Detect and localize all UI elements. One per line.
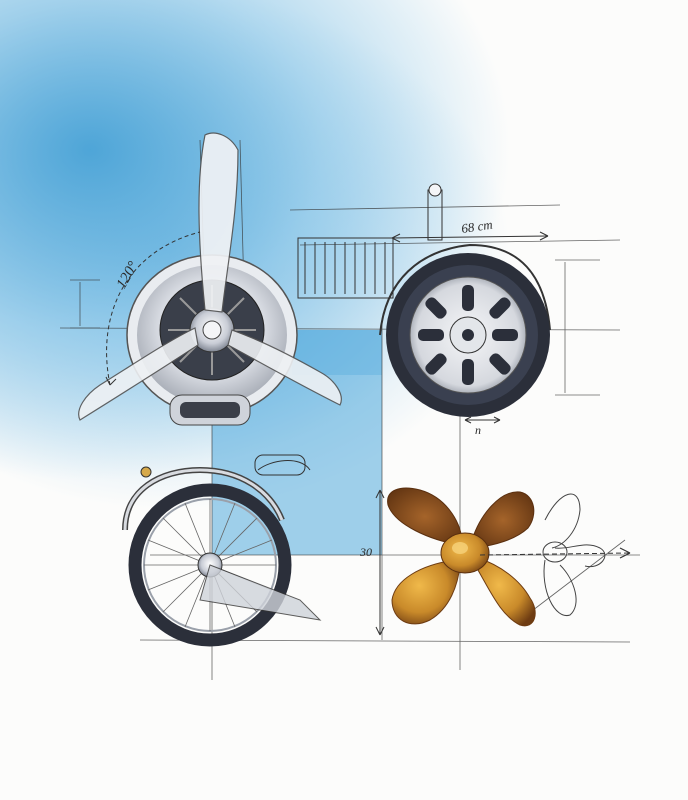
ship-propeller-drawing — [375, 487, 631, 636]
width-annotation: 68 cm — [460, 217, 493, 236]
angle-annotation: 120° — [114, 259, 142, 292]
radial-engine-drawing — [78, 132, 342, 426]
small-annotation: n — [475, 423, 481, 437]
motorcycle-wheel-drawing — [122, 454, 322, 647]
car-wheel-drawing — [297, 183, 551, 424]
construction-lines — [59, 139, 640, 680]
height-annotation: 30 — [359, 545, 372, 559]
